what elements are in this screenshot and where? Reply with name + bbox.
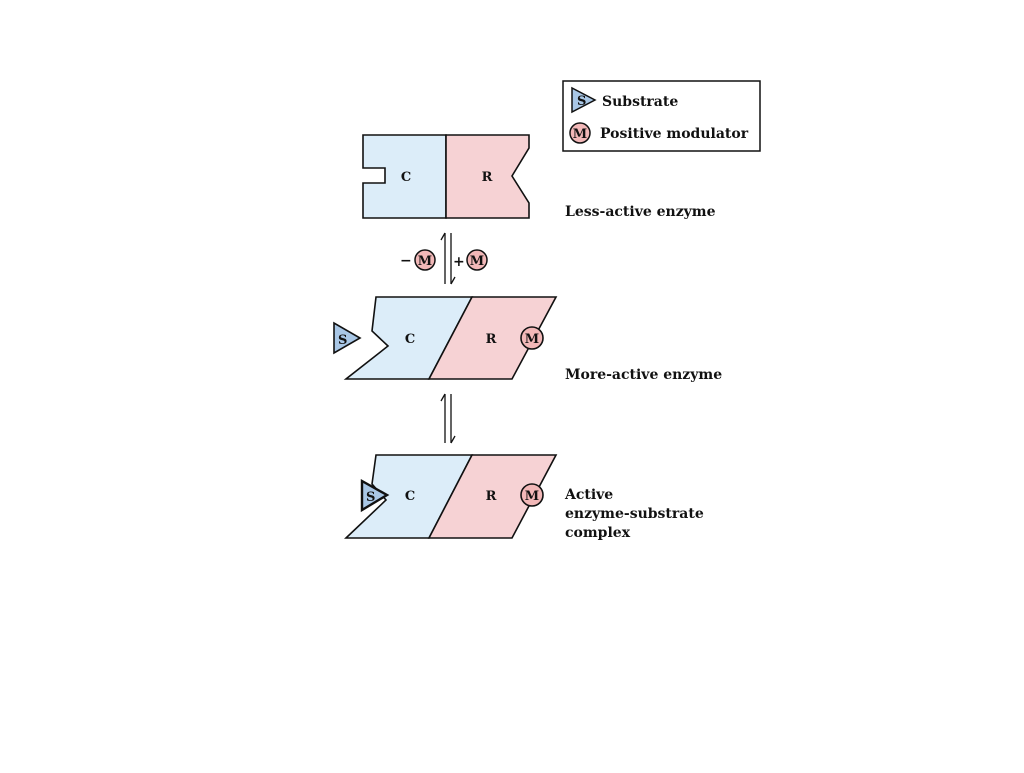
legend-substrate-symbol: S [577, 94, 586, 109]
complex-label-line-2: enzyme-substrate [565, 506, 704, 522]
svg-text:M: M [470, 254, 484, 269]
regulatory-label: R [486, 489, 497, 504]
legend-modulator-icon: M [569, 122, 591, 144]
active-enzyme-substrate-complex: C R M S [343, 454, 558, 539]
legend-modulator-label: Positive modulator [600, 126, 749, 142]
equilibrium-arrows-2 [440, 393, 456, 444]
less-active-enzyme-label: Less-active enzyme [565, 204, 716, 220]
complex-label-line-1: Active [564, 487, 613, 503]
bound-modulator-icon: M [520, 483, 544, 507]
added-modulator-icon: M [466, 249, 488, 271]
svg-text:S: S [366, 490, 375, 505]
bound-substrate-icon: S [360, 478, 390, 513]
svg-text:S: S [338, 333, 347, 348]
minus-sign: − [400, 253, 412, 269]
legend-substrate-icon: S [571, 86, 597, 114]
catalytic-label: C [401, 170, 411, 185]
catalytic-label: C [405, 489, 415, 504]
complex-label-line-3: complex [565, 525, 631, 541]
legend-modulator-symbol: M [573, 127, 587, 142]
regulatory-label: R [482, 170, 493, 185]
plus-sign: + [453, 254, 465, 270]
regulatory-label: R [486, 332, 497, 347]
regulatory-subunit [445, 134, 530, 219]
equilibrium-arrows-1 [440, 232, 456, 285]
regulatory-subunit [427, 296, 558, 380]
more-active-enzyme: C R M S [333, 296, 558, 380]
legend-substrate-label: Substrate [602, 94, 678, 110]
svg-text:M: M [525, 489, 539, 504]
less-active-enzyme: C R [362, 134, 530, 219]
free-substrate-icon: S [333, 321, 362, 355]
more-active-enzyme-label: More-active enzyme [565, 367, 722, 383]
legend-box [562, 80, 761, 152]
removed-modulator-icon: M [414, 249, 436, 271]
legend: S Substrate M Positive modulator [562, 80, 761, 152]
svg-text:M: M [525, 332, 539, 347]
catalytic-label: C [405, 332, 415, 347]
bound-modulator-icon: M [520, 326, 544, 350]
svg-text:M: M [418, 254, 432, 269]
regulatory-subunit [427, 454, 558, 539]
